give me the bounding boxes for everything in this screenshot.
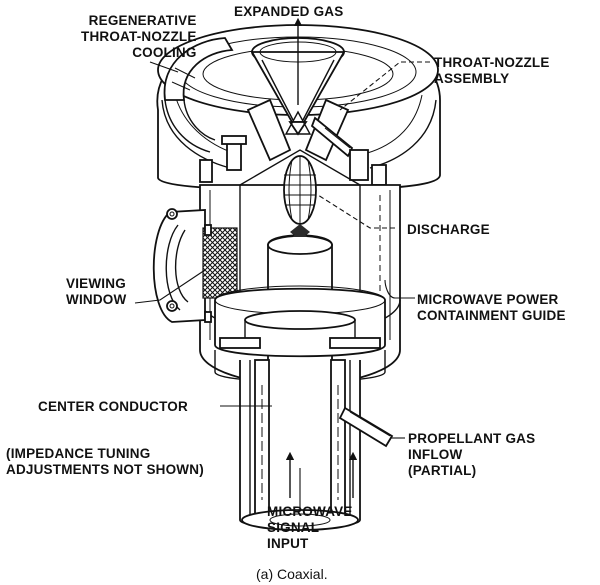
label-throat-nozzle-assembly: THROAT-NOZZLE ASSEMBLY [434, 55, 550, 86]
figure-caption: (a) Coaxial. [256, 566, 328, 582]
label-regenerative-cooling: REGENERATIVE THROAT-NOZZLE COOLING [81, 13, 197, 60]
label-expanded-gas: EXPANDED GAS [234, 4, 344, 19]
nozzle-cone [246, 37, 354, 162]
viewing-window [152, 208, 238, 323]
label-propellant-gas: PROPELLANT GAS INFLOW (PARTIAL) [408, 431, 536, 478]
leader-lines [134, 61, 430, 510]
label-microwave-signal: MICROWAVE SIGNAL INPUT [267, 504, 353, 551]
signal-input-arrows-icon [285, 451, 358, 498]
flange-brackets [199, 135, 387, 186]
label-viewing-window: VIEWING WINDOW [66, 276, 127, 307]
coax-feed [219, 337, 381, 531]
label-center-conductor: CENTER CONDUCTOR [38, 399, 188, 414]
label-impedance-tuning: (IMPEDANCE TUNING ADJUSTMENTS NOT SHOWN) [6, 446, 204, 477]
cooling-tube [163, 37, 234, 153]
propellant-pipe [338, 406, 394, 448]
label-discharge: DISCHARGE [407, 222, 490, 237]
label-microwave-power-guide: MICROWAVE POWER CONTAINMENT GUIDE [417, 292, 566, 323]
